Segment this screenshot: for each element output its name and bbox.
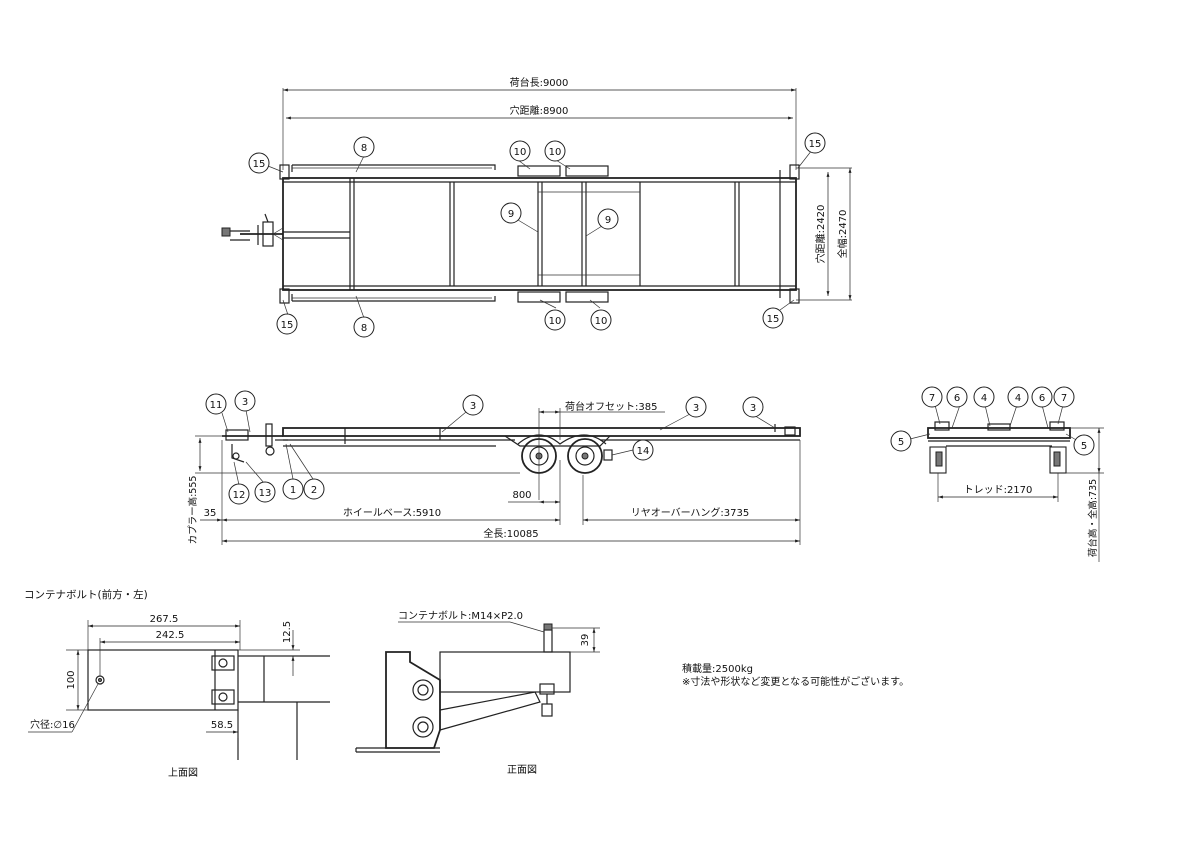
dim-tread: トレッド:2170 bbox=[964, 485, 1033, 496]
balloon-9: 9 bbox=[605, 215, 611, 226]
balloon-3: 3 bbox=[242, 397, 248, 408]
dim-wheelbase: ホイールベース:5910 bbox=[343, 507, 441, 519]
balloon-10: 10 bbox=[514, 147, 527, 158]
dim-267-5: 267.5 bbox=[150, 614, 179, 625]
balloon-8: 8 bbox=[361, 143, 367, 154]
balloon-12: 12 bbox=[233, 490, 246, 501]
balloon-7: 7 bbox=[1061, 393, 1067, 404]
balloon-15: 15 bbox=[809, 139, 822, 150]
balloon-1: 1 bbox=[290, 485, 296, 496]
detail-title: コンテナボルト(前方・左) bbox=[24, 588, 148, 601]
dim-100: 100 bbox=[66, 670, 77, 689]
side-view: 荷台オフセット:385 カプラー高:555 800 35 ホイールベース:591… bbox=[187, 390, 801, 545]
dim-hole-diameter: 穴径:∅16 bbox=[30, 718, 75, 731]
balloon-10: 10 bbox=[549, 316, 562, 327]
balloon-3: 3 bbox=[470, 401, 476, 412]
balloon-10: 10 bbox=[549, 147, 562, 158]
balloon-7: 7 bbox=[929, 393, 935, 404]
load-capacity: 積載量:2500kg bbox=[682, 662, 753, 675]
dim-deck-height: 荷台高・全高:735 bbox=[1087, 479, 1099, 557]
balloon-10: 10 bbox=[595, 316, 608, 327]
balloon-15: 15 bbox=[767, 314, 780, 325]
dim-800: 800 bbox=[512, 490, 531, 501]
balloon-13: 13 bbox=[259, 488, 272, 499]
balloon-3: 3 bbox=[693, 403, 699, 414]
dim-hole-pitch: 穴距離:8900 bbox=[510, 104, 569, 117]
balloon-6: 6 bbox=[954, 393, 960, 404]
dim-242-5: 242.5 bbox=[156, 630, 185, 641]
dim-deck-length: 荷台長:9000 bbox=[510, 76, 569, 89]
balloon-15: 15 bbox=[281, 320, 294, 331]
caption-front-view: 正面図 bbox=[507, 764, 537, 776]
balloon-4: 4 bbox=[981, 393, 987, 404]
balloon-11: 11 bbox=[210, 400, 223, 411]
dim-overall-width: 全幅:2470 bbox=[836, 210, 849, 259]
balloon-5: 5 bbox=[898, 437, 904, 448]
balloon-5: 5 bbox=[1081, 441, 1087, 452]
rear-view: トレッド:2170 荷台高・全高:735 7 6 4 4 6 7 5 5 bbox=[890, 386, 1104, 562]
balloon-9: 9 bbox=[508, 209, 514, 220]
dim-rear-overhang: リヤオーバーハング:3735 bbox=[631, 506, 750, 519]
caption-top-view: 上面図 bbox=[168, 767, 198, 779]
dim-35: 35 bbox=[204, 508, 217, 519]
top-view: 荷台長:9000 穴距離:8900 bbox=[221, 76, 852, 338]
balloon-2: 2 bbox=[311, 485, 317, 496]
disclaimer-note: ※寸法や形状など変更となる可能性がございます。 bbox=[682, 675, 909, 688]
balloon-4: 4 bbox=[1015, 393, 1021, 404]
balloon-14: 14 bbox=[637, 446, 650, 457]
dim-58-5: 58.5 bbox=[211, 720, 233, 731]
dim-12-5: 12.5 bbox=[282, 621, 293, 643]
balloon-15: 15 bbox=[253, 159, 266, 170]
notes: 積載量:2500kg ※寸法や形状など変更となる可能性がございます。 bbox=[682, 662, 909, 688]
dim-total-length: 全長:10085 bbox=[483, 527, 538, 540]
dim-39: 39 bbox=[580, 634, 591, 647]
dim-coupler-height: カプラー高:555 bbox=[187, 476, 199, 545]
balloon-8: 8 bbox=[361, 323, 367, 334]
container-bolt-detail: コンテナボルト(前方・左) 267.5 242.5 12.5 100 bbox=[24, 588, 600, 779]
balloon-6: 6 bbox=[1039, 393, 1045, 404]
dim-deck-offset: 荷台オフセット:385 bbox=[565, 400, 657, 413]
dim-container-bolt: コンテナボルト:M14×P2.0 bbox=[398, 610, 523, 622]
dim-hole-pitch-width: 穴距離:2420 bbox=[814, 205, 827, 264]
balloon-3: 3 bbox=[750, 403, 756, 414]
